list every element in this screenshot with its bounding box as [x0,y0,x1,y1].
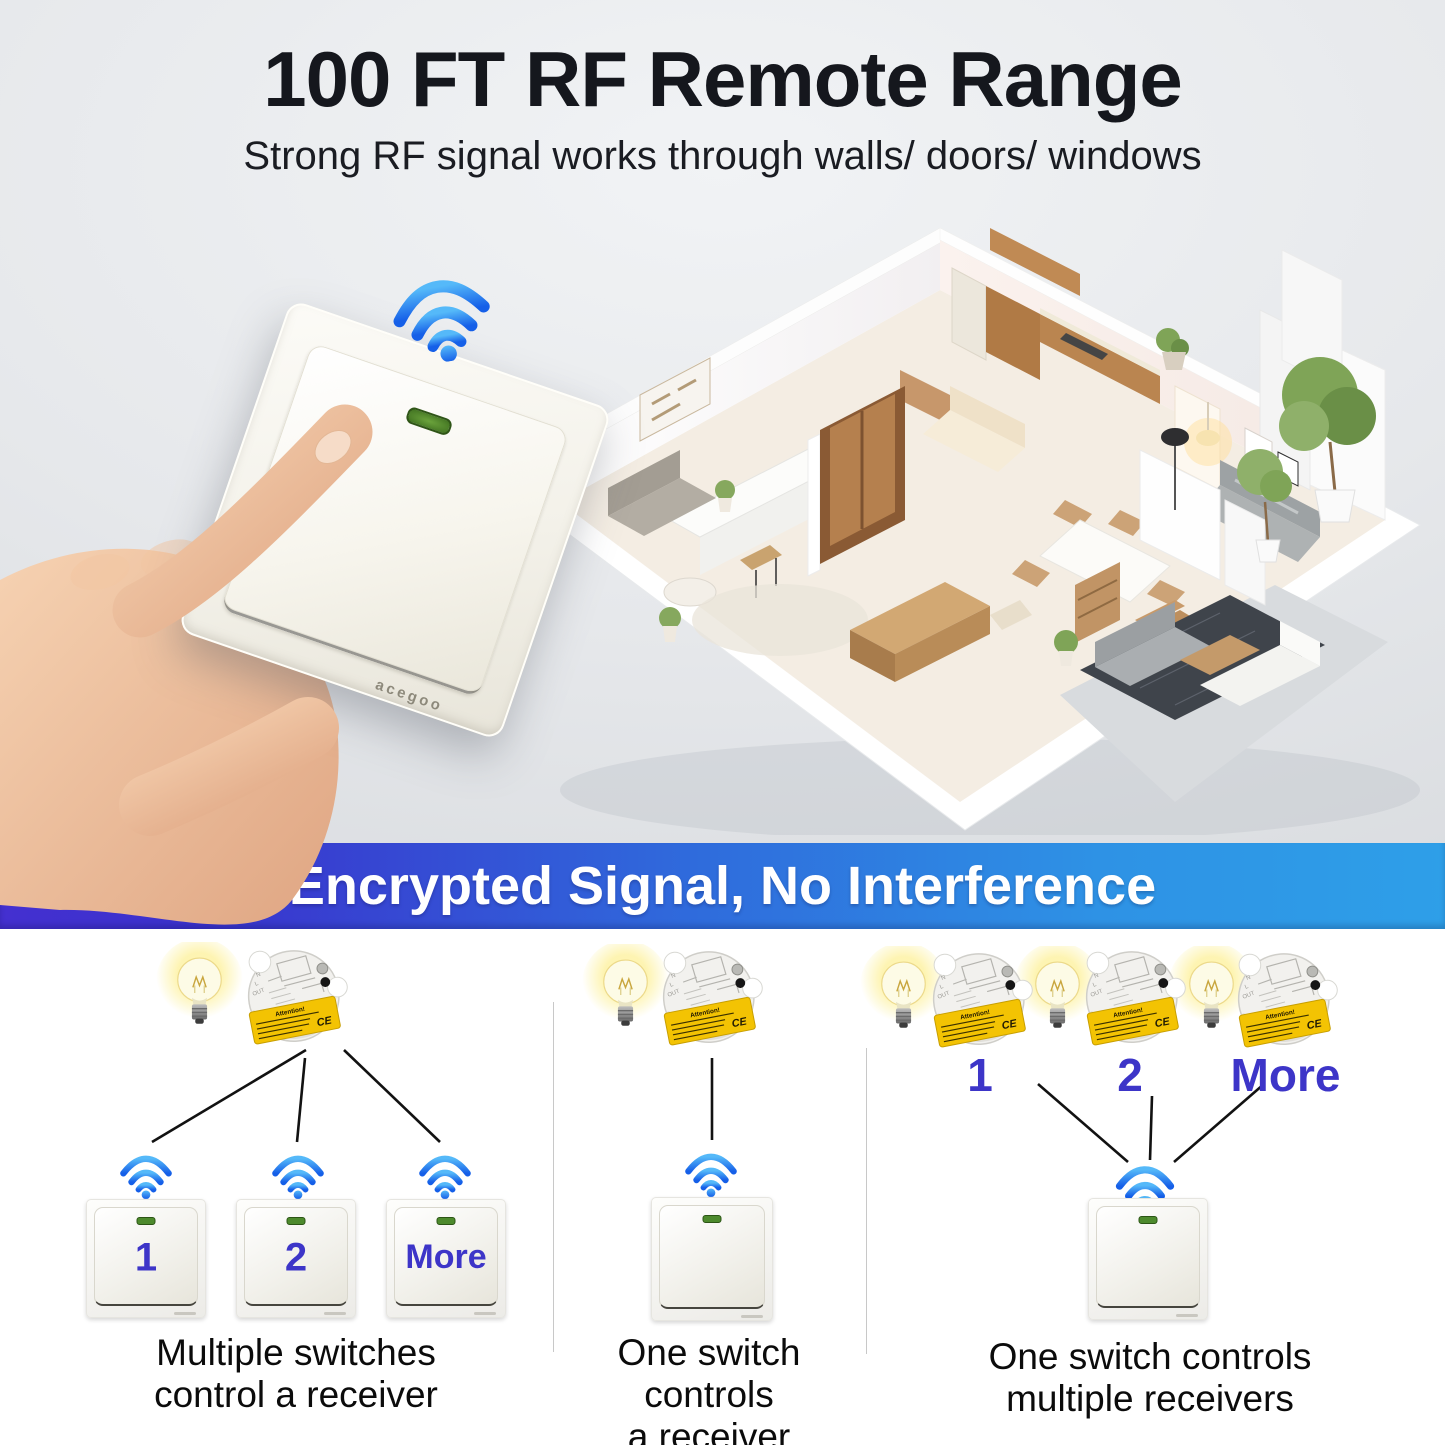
switch-led [702,1215,722,1223]
caption-line: multiple receivers [1006,1378,1294,1419]
switch-brandmark [474,1312,496,1315]
section-divider [553,1002,554,1352]
remote-led-indicator [404,405,454,437]
receiver-module [240,945,348,1053]
caption-line: Multiple switches [156,1332,436,1373]
switch-label: More [405,1238,487,1277]
receiver-module [655,946,763,1054]
switch-button[interactable]: More [394,1207,498,1306]
wall-switch-single[interactable] [651,1197,773,1321]
receiver-label-2: 2 [1117,1049,1143,1101]
wifi-signal-icon [416,1150,474,1199]
wifi-signal-icon [379,261,505,371]
banner-text: Encrypted Signal, No Interference [288,856,1157,916]
caption-right: One switch controls multiple receivers [880,1336,1420,1420]
switch-led [1138,1216,1158,1224]
switch-label: 1 [134,1235,158,1280]
caption-middle: One switch controls a receiver [553,1332,865,1445]
section-divider [866,1048,867,1354]
wifi-signal-icon [682,1148,740,1197]
switch-led [286,1217,306,1225]
caption-line: control a receiver [154,1374,438,1415]
wall-switch-1[interactable]: 1 [86,1199,206,1318]
wall-switch-2[interactable]: 2 [236,1199,356,1318]
caption-line: One switch controls [617,1332,801,1415]
wall-switch-more[interactable]: More [386,1199,506,1318]
receiver-module [1078,946,1186,1054]
page-subtitle: Strong RF signal works through walls/ do… [243,134,1202,178]
receiver-module [1230,948,1338,1056]
switch-brandmark [1176,1314,1198,1317]
wall-switch-single[interactable] [1088,1198,1208,1320]
lightbulb-icon [152,942,247,1046]
switch-brandmark [741,1315,763,1318]
switch-button[interactable] [1096,1206,1200,1308]
receiver-label-1: 1 [967,1049,993,1101]
house-floorplan-illustration [529,227,1421,835]
page-title: 100 FT RF Remote Range [263,35,1183,123]
wifi-signal-icon [269,1150,327,1199]
receiver-label-more: More [1230,1049,1341,1101]
caption-line: One switch controls [988,1336,1312,1377]
remote-switch-button[interactable] [220,342,570,698]
switch-brandmark [174,1312,196,1315]
switch-brandmark [324,1312,346,1315]
wifi-signal-icon [117,1150,175,1199]
switch-button[interactable] [659,1205,765,1309]
caption-line: a receiver [627,1416,791,1445]
switch-led [136,1217,156,1225]
switch-button[interactable]: 1 [94,1207,198,1306]
caption-left: Multiple switches control a receiver [60,1332,532,1416]
switch-led [436,1217,456,1225]
receiver-module [925,948,1033,1056]
switch-label: 2 [284,1235,308,1280]
switch-button[interactable]: 2 [244,1207,348,1306]
